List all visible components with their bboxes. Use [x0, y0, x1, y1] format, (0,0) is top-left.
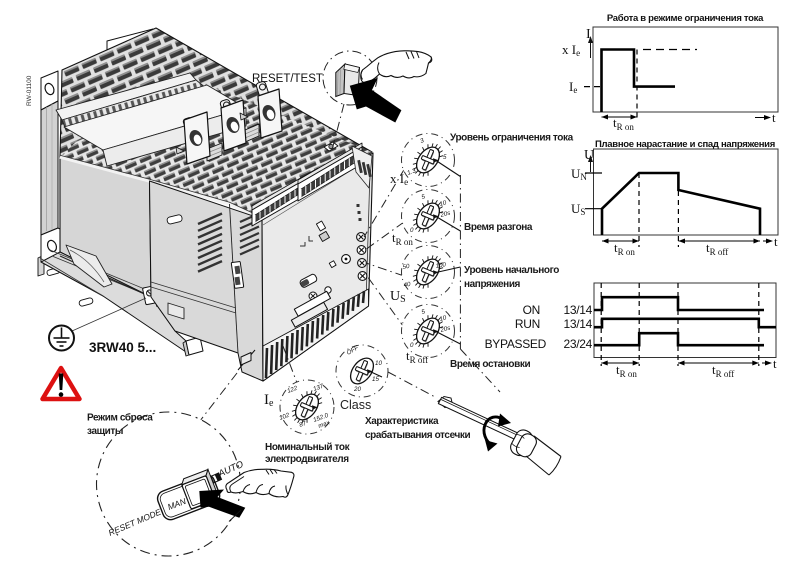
svg-text:x Ie: x Ie — [562, 42, 580, 58]
svg-text:137: 137 — [312, 383, 325, 393]
svg-text:0: 0 — [410, 342, 414, 349]
svg-text:13/14: 13/14 — [563, 303, 592, 317]
svg-text:87: 87 — [298, 420, 307, 429]
svg-text:Уровень ограничения тока: Уровень ограничения тока — [450, 133, 574, 144]
svg-text:US: US — [571, 201, 585, 217]
svg-text:Время остановки: Время остановки — [450, 359, 530, 370]
svg-text:tR off: tR off — [712, 362, 734, 379]
svg-text:RESET/TEST: RESET/TEST — [252, 73, 323, 85]
svg-text:U: U — [584, 148, 594, 163]
svg-text:20: 20 — [353, 386, 361, 393]
svg-text:3: 3 — [419, 137, 425, 145]
svg-text:tR on: tR on — [614, 240, 635, 257]
svg-text:Характеристика: Характеристика — [365, 416, 439, 427]
svg-text:t: t — [773, 356, 777, 371]
svg-text:20s: 20s — [439, 210, 451, 220]
svg-text:10: 10 — [439, 314, 448, 323]
svg-text:20s: 20s — [439, 325, 451, 335]
svg-text:UN: UN — [571, 166, 587, 182]
svg-text:Работа в режиме ограничения то: Работа в режиме ограничения тока — [607, 13, 764, 24]
svg-text:срабатывания отсечки: срабатывания отсечки — [365, 429, 470, 441]
svg-text:t: t — [772, 110, 776, 125]
svg-text:max: max — [317, 419, 331, 430]
svg-text:Режим сброса: Режим сброса — [87, 412, 153, 424]
svg-text:10: 10 — [375, 360, 382, 367]
svg-text:50: 50 — [402, 263, 411, 271]
svg-text:15: 15 — [372, 376, 379, 383]
svg-text:Плавное нарастание и спад напр: Плавное нарастание и спад напряжения — [595, 139, 775, 150]
svg-text:x Ie: x Ie — [390, 171, 408, 187]
svg-text:23/24: 23/24 — [563, 337, 592, 351]
svg-text:BYPASSED: BYPASSED — [485, 337, 547, 351]
svg-text:t: t — [774, 234, 778, 249]
svg-text:RUN: RUN — [515, 317, 540, 331]
svg-text:5: 5 — [443, 154, 447, 161]
svg-text:электродвигателя: электродвигателя — [265, 454, 349, 465]
svg-text:Уровень начального: Уровень начального — [464, 265, 559, 276]
svg-text:Class: Class — [340, 398, 371, 412]
svg-text:защиты: защиты — [87, 426, 123, 437]
svg-text:напряжения: напряжения — [464, 279, 521, 290]
svg-text:13/14: 13/14 — [563, 317, 592, 331]
svg-text:40: 40 — [403, 281, 412, 289]
svg-text:122: 122 — [286, 385, 299, 395]
svg-text:Ie: Ie — [569, 79, 577, 95]
svg-text:ON: ON — [523, 303, 540, 317]
svg-text:US: US — [390, 289, 406, 305]
svg-text:3RW40 5...: 3RW40 5... — [89, 340, 156, 355]
svg-text:1.3: 1.3 — [406, 167, 417, 177]
svg-text:5: 5 — [421, 308, 427, 316]
svg-text:I: I — [586, 27, 591, 42]
svg-text:0: 0 — [410, 227, 414, 234]
svg-text:RW-01100: RW-01100 — [26, 75, 33, 106]
svg-text:tR off: tR off — [706, 240, 728, 257]
svg-text:5: 5 — [421, 193, 427, 201]
svg-text:100: 100 — [435, 261, 447, 270]
svg-text:Время разгона: Время разгона — [464, 222, 533, 233]
svg-text:10: 10 — [439, 199, 448, 208]
svg-text:Номинальный ток: Номинальный ток — [265, 442, 351, 453]
svg-text:Ie: Ie — [264, 392, 274, 409]
svg-text:102: 102 — [278, 412, 291, 422]
